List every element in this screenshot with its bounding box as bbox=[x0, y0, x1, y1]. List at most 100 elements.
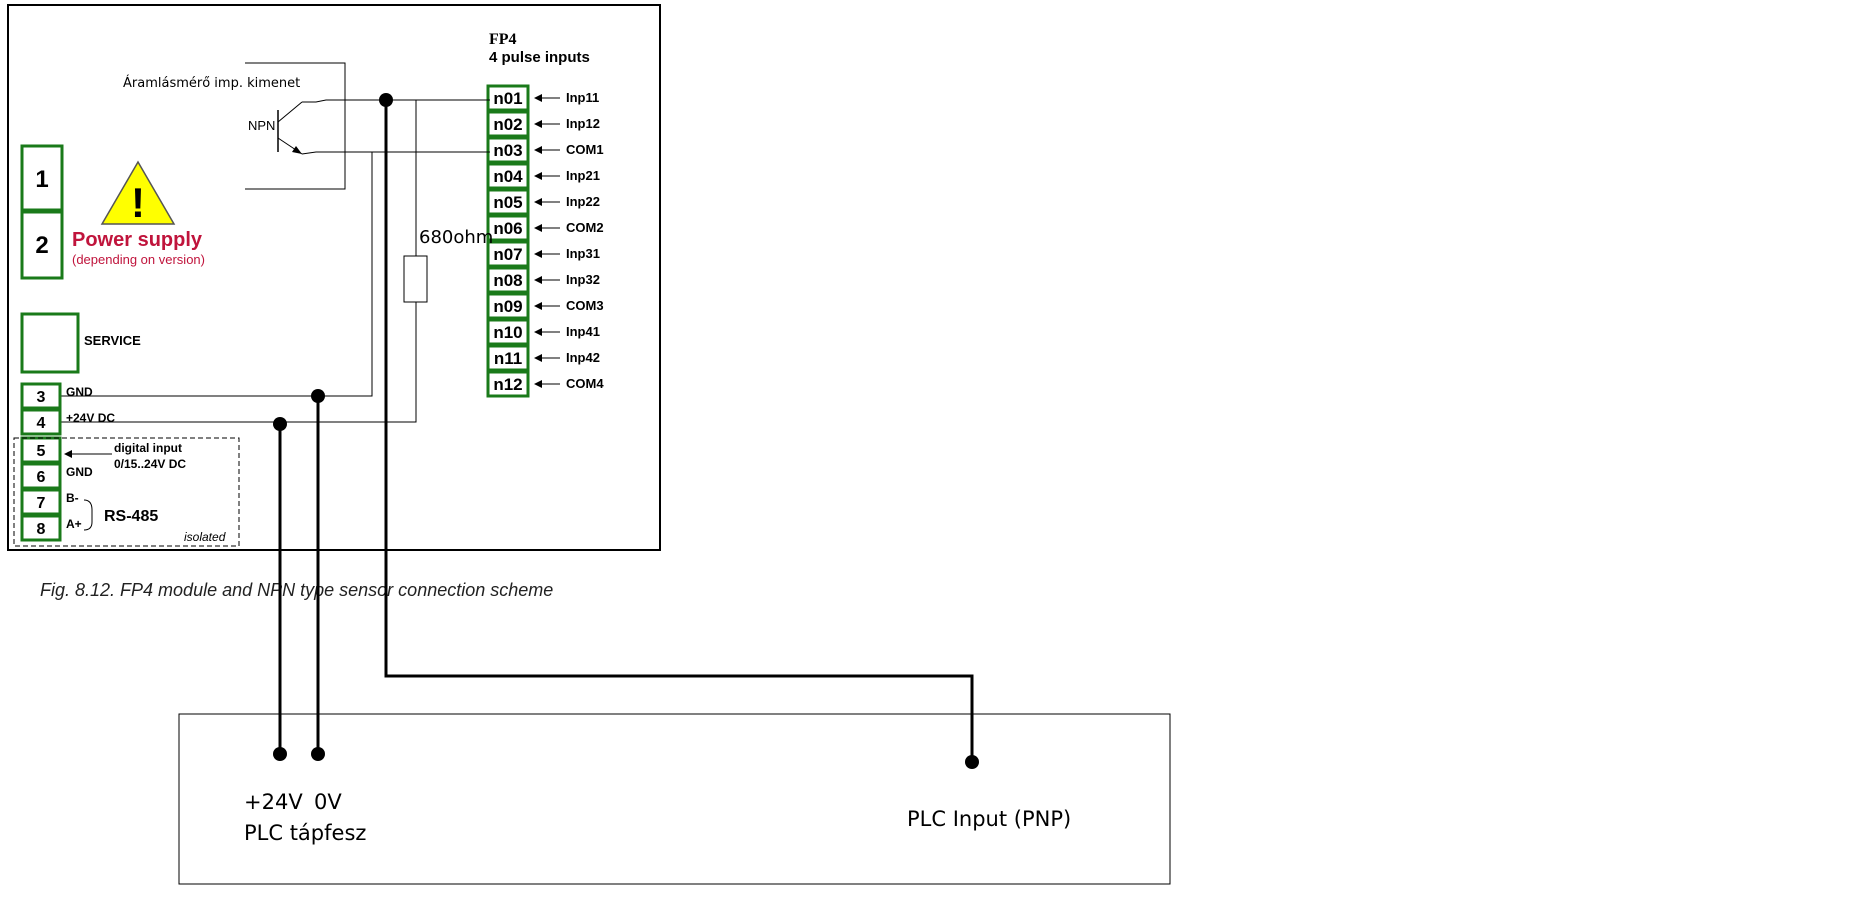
plc-input-label: PLC Input (PNP) bbox=[907, 807, 1071, 831]
terminal-box bbox=[486, 344, 530, 372]
terminal-signal: Inp41 bbox=[566, 324, 600, 339]
arrowhead-icon bbox=[534, 250, 542, 258]
plc-box bbox=[178, 713, 1171, 885]
arrowhead-icon bbox=[534, 146, 542, 154]
terminal-id: n10 bbox=[493, 323, 522, 342]
service-port bbox=[20, 312, 80, 374]
npn-transistor-icon bbox=[277, 101, 303, 155]
terminal-2 bbox=[20, 210, 64, 280]
terminal-id: n03 bbox=[493, 141, 522, 160]
terminal-label: B- bbox=[66, 491, 79, 505]
junction-plc-0v bbox=[311, 747, 325, 761]
power-terminals: 1 2 bbox=[20, 144, 64, 280]
junction-24v bbox=[273, 417, 287, 431]
terminal-1-label: 1 bbox=[35, 166, 48, 193]
terminal-signal: Inp11 bbox=[566, 90, 599, 105]
terminal-signal: COM2 bbox=[566, 220, 604, 235]
terminal-id: n02 bbox=[493, 115, 522, 134]
terminal-box bbox=[486, 110, 530, 138]
terminal-1 bbox=[20, 144, 64, 212]
arrowhead-icon bbox=[534, 172, 542, 180]
sensor-label: Áramlásmérő imp. kimenet bbox=[123, 75, 300, 91]
junction-plc-24v bbox=[273, 747, 287, 761]
terminal-6: 6 GND bbox=[20, 462, 93, 490]
arrowhead-icon bbox=[534, 302, 542, 310]
external-wires bbox=[278, 100, 974, 762]
terminal-box bbox=[20, 462, 62, 490]
terminal-num: 7 bbox=[37, 495, 46, 512]
terminal-label: GND bbox=[66, 465, 93, 479]
terminal-n06: n06 COM2 bbox=[486, 214, 604, 242]
terminal-signal: Inp21 bbox=[566, 168, 600, 183]
terminal-n11: n11 Inp42 bbox=[486, 344, 600, 372]
terminal-id: n01 bbox=[493, 89, 522, 108]
terminal-box bbox=[486, 188, 530, 216]
arrowhead-icon bbox=[534, 94, 542, 102]
terminal-id: n05 bbox=[493, 193, 522, 212]
terminal-num: 5 bbox=[37, 443, 46, 460]
terminal-box bbox=[20, 514, 62, 542]
terminal-n08: n08 Inp32 bbox=[486, 266, 600, 294]
terminal-num: 6 bbox=[37, 469, 46, 486]
terminal-box bbox=[486, 240, 530, 268]
terminal-num: 8 bbox=[37, 521, 46, 538]
arrowhead-icon bbox=[534, 380, 542, 388]
arrowhead-icon bbox=[534, 224, 542, 232]
sensor-block: Áramlásmérő imp. kimenet NPN bbox=[123, 62, 346, 190]
terminal-box bbox=[20, 408, 62, 436]
junction-gnd bbox=[311, 389, 325, 403]
power-supply-title: Power supply bbox=[72, 229, 203, 251]
terminal-id: n08 bbox=[493, 271, 522, 290]
terminal-id: n11 bbox=[494, 349, 522, 368]
terminal-box bbox=[486, 266, 530, 294]
terminal-signal: COM4 bbox=[566, 376, 604, 391]
terminal-n05: n05 Inp22 bbox=[486, 188, 600, 216]
plc-supply-zero: 0V bbox=[314, 790, 342, 814]
isolated-group-box bbox=[13, 437, 240, 547]
terminal-box bbox=[20, 488, 62, 516]
terminal-num: 3 bbox=[37, 389, 46, 406]
terminal-signal: Inp31 bbox=[566, 246, 600, 261]
module-frame bbox=[7, 4, 661, 551]
terminal-n10: n10 Inp41 bbox=[486, 318, 600, 346]
terminal-box bbox=[486, 292, 530, 320]
terminal-signal: Inp42 bbox=[566, 350, 600, 365]
service-label: SERVICE bbox=[84, 333, 141, 348]
terminal-signal: Inp22 bbox=[566, 194, 600, 209]
module-title: FP4 bbox=[489, 31, 517, 48]
terminal-id: n04 bbox=[493, 167, 523, 186]
isolated-label: isolated bbox=[184, 530, 226, 544]
power-supply-note: (depending on version) bbox=[72, 252, 205, 267]
digital-input-range: 0/15..24V DC bbox=[114, 457, 186, 471]
terminal-4: 4+24V DC bbox=[20, 408, 115, 436]
junction-plc-input bbox=[965, 755, 979, 769]
terminal-box bbox=[486, 162, 530, 190]
rs485-brace bbox=[83, 499, 93, 531]
arrowhead-icon bbox=[534, 328, 542, 336]
plc-supply-voltage: +24V bbox=[244, 790, 303, 814]
figure-caption: Fig. 8.12. FP4 module and NPN type senso… bbox=[40, 580, 553, 600]
terminal-box bbox=[20, 436, 62, 464]
resistor-680ohm: 680ohm bbox=[403, 227, 493, 303]
terminal-n04: n04 Inp21 bbox=[486, 162, 600, 190]
module-wires bbox=[58, 99, 490, 423]
warning-symbol: ! bbox=[131, 179, 145, 226]
plc-supply-label: PLC tápfesz bbox=[244, 821, 366, 845]
junction-dots bbox=[273, 93, 979, 769]
terminal-signal: Inp32 bbox=[566, 272, 600, 287]
arrowhead-icon bbox=[534, 198, 542, 206]
arrowhead-icon bbox=[534, 120, 542, 128]
terminal-id: n06 bbox=[493, 219, 522, 238]
terminal-box bbox=[20, 382, 62, 410]
terminal-box bbox=[486, 214, 530, 242]
terminal-box bbox=[486, 136, 530, 164]
rs485-label: RS-485 bbox=[104, 508, 158, 525]
digital-input-arrow-icon bbox=[64, 450, 112, 458]
terminal-box bbox=[486, 318, 530, 346]
